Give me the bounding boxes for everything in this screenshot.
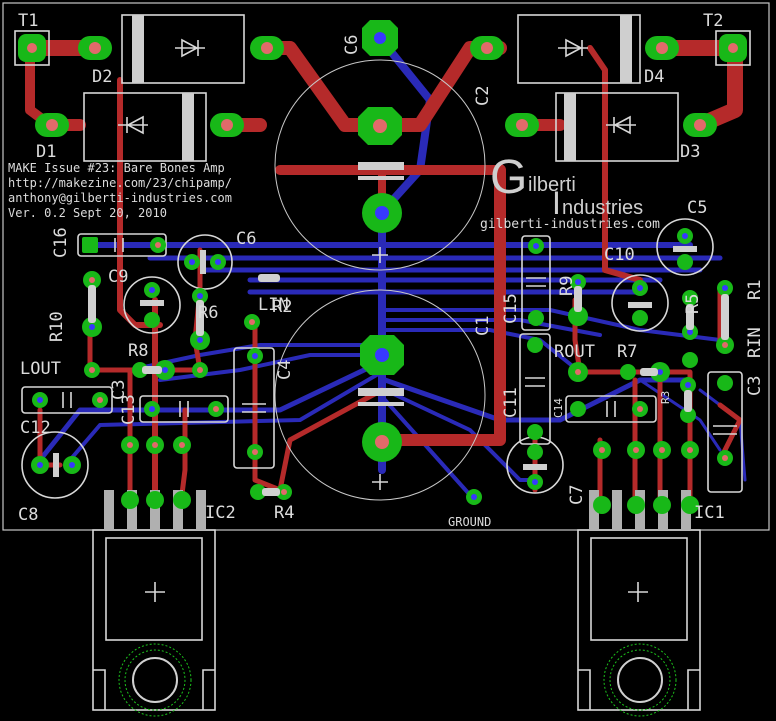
label-c12: C12 <box>20 418 51 438</box>
component-labels: T1 T2 D2 D1 D4 D3 C6 C2 C1 C5 C6 C16 C9 … <box>18 11 765 529</box>
ic1-outline <box>577 529 701 711</box>
note-line-2: http://makezine.com/23/chipamp/ <box>8 176 232 190</box>
label-r3: R3 <box>659 391 672 404</box>
label-r1: R1 <box>745 280 765 300</box>
label-t1: T1 <box>18 11 38 31</box>
label-ic1: IC1 <box>694 503 725 523</box>
logo-word-2: ndustries <box>562 197 643 219</box>
label-c1: C1 <box>473 316 493 336</box>
label-d2: D2 <box>92 67 112 87</box>
note-line-1: MAKE Issue #23: Bare Bones Amp <box>8 161 225 175</box>
d2-outline <box>121 14 245 84</box>
label-c5: C5 <box>687 198 707 218</box>
d1-outline <box>83 92 207 162</box>
label-lin: LIN <box>258 295 289 315</box>
mounting-holes <box>118 643 677 717</box>
label-c13: C13 <box>119 394 139 425</box>
label-r9: R9 <box>557 276 577 296</box>
label-c10: C10 <box>604 245 635 265</box>
label-r10: R10 <box>47 311 67 342</box>
label-c16: C16 <box>51 227 71 258</box>
label-d1: D1 <box>36 142 56 162</box>
company-logo: G ilberti I ndustries gilberti-industrie… <box>480 151 660 232</box>
label-c3: C3 <box>745 376 765 396</box>
label-ic2: IC2 <box>205 503 236 523</box>
logo-word-1: ilberti <box>528 174 576 196</box>
label-c15: C15 <box>501 293 521 324</box>
label-d3: D3 <box>680 142 700 162</box>
label-c7: C7 <box>567 485 587 505</box>
label-r2: R2 <box>272 297 292 317</box>
note-line-3: anthony@gilberti-industries.com <box>8 191 232 205</box>
label-c4: C4 <box>275 360 295 380</box>
board-outline <box>2 2 770 531</box>
label-rout: ROUT <box>554 342 595 362</box>
c1-outline <box>274 289 486 501</box>
label-d4: D4 <box>644 67 664 87</box>
label-c8: C8 <box>18 505 38 525</box>
label-r7: R7 <box>617 342 637 362</box>
label-c2: C2 <box>473 86 493 106</box>
label-rin: RIN <box>745 327 765 358</box>
logo-letter-i: I <box>552 185 561 221</box>
d3-outline <box>555 92 679 162</box>
label-c3-left: C3 <box>109 380 129 400</box>
d4-outline <box>517 14 641 84</box>
label-r4: R4 <box>274 503 294 523</box>
label-r5: R5 <box>683 294 703 314</box>
label-r8: R8 <box>128 341 148 361</box>
label-c14: C14 <box>552 398 565 418</box>
label-ground: GROUND <box>448 515 491 529</box>
label-c6: C6 <box>236 229 256 249</box>
c2-outline <box>274 59 486 271</box>
label-c9: C9 <box>108 267 128 287</box>
logo-letter-g: G <box>490 151 527 204</box>
logo-url: gilberti-industries.com <box>480 217 660 232</box>
note-line-4: Ver. 0.2 Sept 20, 2010 <box>8 206 167 220</box>
label-c11: C11 <box>501 387 521 418</box>
ic2-outline <box>92 529 216 711</box>
label-c6-top: C6 <box>342 35 362 55</box>
board-notes: MAKE Issue #23: Bare Bones Amp http://ma… <box>8 161 232 220</box>
label-r6: R6 <box>198 303 218 323</box>
label-t2: T2 <box>703 11 723 31</box>
label-lout: LOUT <box>20 359 61 379</box>
pads <box>18 20 747 514</box>
